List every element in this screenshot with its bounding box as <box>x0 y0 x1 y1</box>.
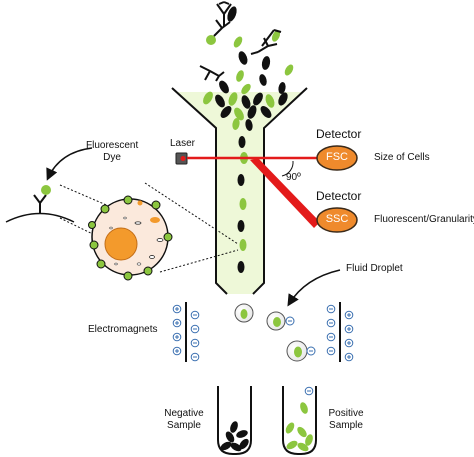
nucleus <box>104 227 138 261</box>
funnel-left-wall <box>171 87 228 295</box>
plus-icon <box>344 324 354 334</box>
droplet-right-upper <box>266 311 295 331</box>
sheath-fluid <box>176 92 303 294</box>
cell-green <box>284 64 294 76</box>
left-magnet-charges <box>172 304 200 362</box>
cell-surface-inset <box>5 185 75 223</box>
positive-sample-line1: Positive <box>328 408 364 419</box>
droplet-center <box>234 303 254 323</box>
minus-icon <box>190 324 200 334</box>
cell-black <box>238 51 248 65</box>
right-magnet-charges <box>326 304 354 362</box>
negative-sample-line1: Negative <box>164 408 204 419</box>
flow-cell <box>171 87 308 295</box>
fluorescent-dye-line1: Fluorescent <box>86 140 139 151</box>
side-scatter-beam <box>250 158 320 228</box>
channel-cells <box>237 136 248 273</box>
positive-sample-tube <box>282 386 317 455</box>
positive-sample-label: Positive Sample <box>322 408 370 431</box>
fluorescent-dye-line2: Dye <box>103 151 121 163</box>
cell-black <box>278 82 286 94</box>
electromagnets-label: Electromagnets <box>88 324 158 335</box>
detector-bottom-label: Detector <box>316 189 362 203</box>
fluid-droplet-label: Fluid Droplet <box>346 263 403 274</box>
minus-icon <box>190 310 200 320</box>
ssc-detector <box>316 207 358 233</box>
minus-icon <box>285 316 295 326</box>
plus-icon <box>344 352 354 362</box>
antibody-icon <box>206 1 232 45</box>
surface-dyes <box>88 195 173 281</box>
funnel-cells <box>203 91 288 131</box>
minus-icon <box>190 352 200 362</box>
laser-icon <box>175 152 188 165</box>
cell-black <box>219 80 229 94</box>
plus-icon <box>172 346 182 356</box>
minus-icon <box>326 346 336 356</box>
laser-label: Laser <box>170 138 196 149</box>
positive-sample-line2: Sample <box>329 419 363 431</box>
angle-arc <box>281 160 294 177</box>
plus-icon <box>172 332 182 342</box>
plus-icon <box>172 318 182 328</box>
angle-label: 90º <box>286 172 301 183</box>
fsc-detector <box>316 145 358 171</box>
incoming-cells <box>219 6 294 95</box>
antibody-icon <box>261 29 282 47</box>
droplet-arrow <box>287 269 341 307</box>
plus-icon <box>344 310 354 320</box>
minus-icon <box>326 332 336 342</box>
funnel-right-wall <box>252 87 308 295</box>
dye-arrow <box>46 147 93 181</box>
cell-green <box>233 36 243 48</box>
negative-sample-tube <box>217 386 252 455</box>
cell-green <box>236 70 244 82</box>
minus-icon <box>326 318 336 328</box>
cell-green <box>271 30 281 42</box>
negative-sample-line2: Sample <box>167 419 201 431</box>
negative-sample-label: Negative Sample <box>160 408 208 431</box>
minus-icon <box>190 338 200 348</box>
size-of-cells-label: Size of Cells <box>374 152 430 163</box>
fsc-label: FSC <box>326 151 348 163</box>
ssc-label: SSC <box>325 213 349 225</box>
plus-icon <box>344 338 354 348</box>
cell-black <box>227 6 237 22</box>
plus-icon <box>172 304 182 314</box>
detector-top-label: Detector <box>316 127 362 141</box>
minus-icon <box>326 304 336 314</box>
fluorescent-dye-label: Fluorescent Dye <box>86 140 138 163</box>
minus-icon <box>306 346 316 356</box>
droplet-right-lower <box>286 340 316 362</box>
enlarged-cell <box>88 195 173 281</box>
minus-icon <box>304 386 314 396</box>
antibody-icon <box>199 65 225 82</box>
cell-black <box>259 74 267 86</box>
cell-black <box>261 56 271 70</box>
fluorescent-granularity-label: Fluorescent/Granularity <box>374 214 474 225</box>
cell-green <box>241 83 251 95</box>
